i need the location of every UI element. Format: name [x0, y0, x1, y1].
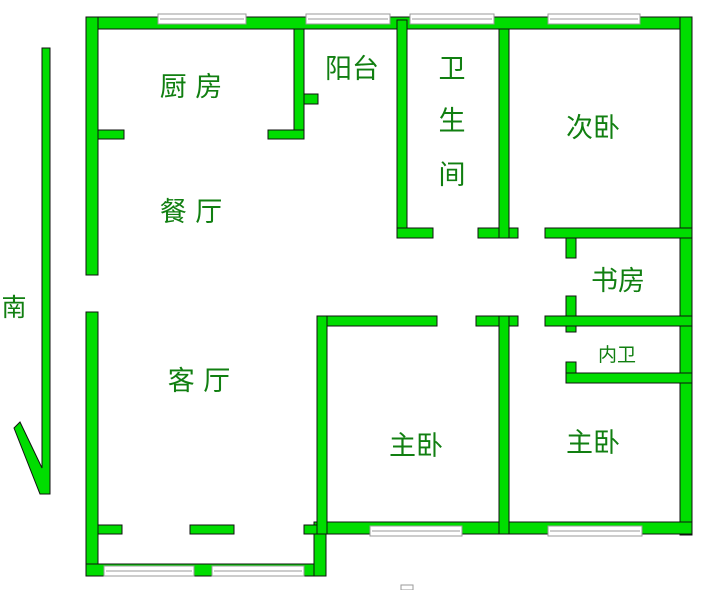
top-windows: [157, 13, 641, 25]
wall-left-lower: [85, 311, 99, 577]
room-labels: 厨 房 阳台 卫 生 间 次卧 餐 厅 书房 内卫 客 厅 主卧 主卧: [160, 54, 645, 462]
bottom-marker: [400, 584, 414, 590]
label-bathroom-line1: 卫: [439, 54, 466, 85]
wall-left-upper: [85, 16, 99, 276]
label-balcony: 阳台: [325, 54, 379, 85]
bottom-windows: [103, 525, 643, 577]
label-living: 客 厅: [168, 366, 231, 397]
label-kitchen: 厨 房: [160, 72, 223, 103]
label-inner-bath: 内卫: [598, 344, 636, 366]
label-master-bedroom-2: 主卧: [566, 428, 620, 459]
label-dining: 餐 厅: [160, 197, 223, 228]
south-arrow-shape: [13, 47, 51, 495]
label-bathroom-line2: 生: [439, 106, 466, 137]
label-second-bedroom: 次卧: [566, 113, 620, 144]
label-bathroom-line3: 间: [439, 160, 466, 191]
label-master-bedroom-1: 主卧: [389, 431, 443, 462]
south-arrow: 南: [1, 47, 51, 495]
wall-right: [679, 16, 693, 536]
interior-walls: [97, 19, 693, 535]
label-south: 南: [1, 293, 26, 322]
label-study: 书房: [591, 266, 645, 297]
